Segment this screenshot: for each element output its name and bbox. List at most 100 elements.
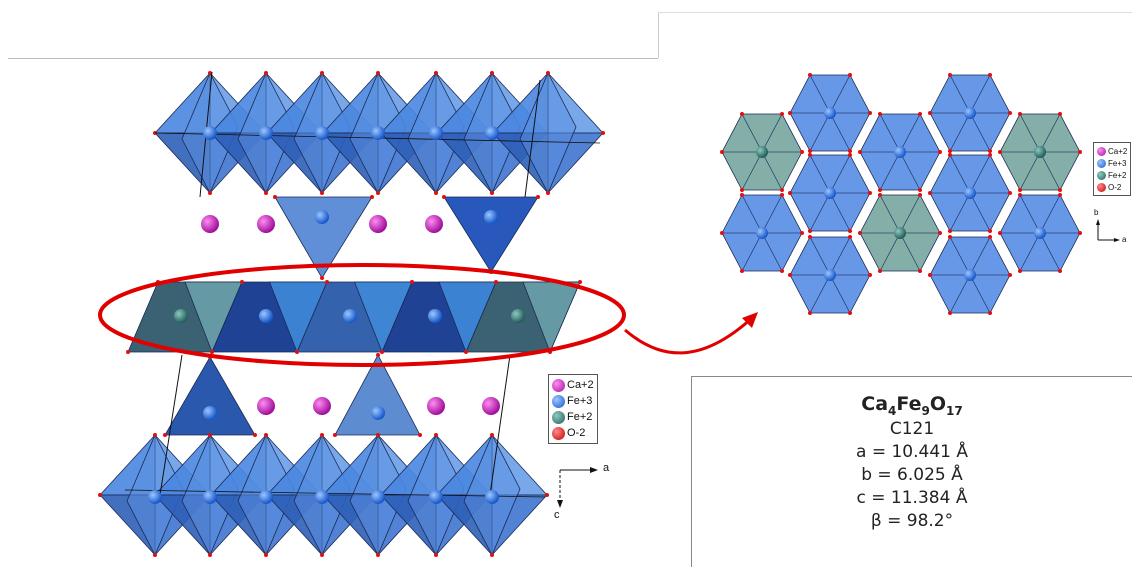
oxygen-atom	[1008, 273, 1012, 277]
oxygen-atom	[153, 553, 157, 557]
oxygen-atom	[320, 276, 324, 280]
lattice-a: a = 10.441 Å	[856, 441, 968, 462]
legend-item: Ca+2	[1097, 145, 1127, 157]
legend-item: O-2	[1097, 181, 1127, 193]
fe3-atom	[148, 490, 162, 504]
o-swatch	[552, 426, 565, 440]
oxygen-atom	[494, 280, 498, 284]
legend: Ca+2 Fe+3 Fe+2 O-2	[548, 374, 598, 444]
legend-label: Ca+2	[1108, 146, 1128, 156]
oxygen-atom	[1008, 191, 1012, 195]
atoms	[148, 126, 525, 504]
oxygen-atom	[740, 188, 744, 192]
oxygen-atom	[808, 311, 812, 315]
oxygen-atom	[376, 433, 380, 437]
oxygen-atom	[153, 433, 157, 437]
fe3-atom	[371, 406, 385, 420]
oxygen-atom	[788, 111, 792, 115]
oxygen-atom	[1018, 112, 1022, 116]
oxygen-atom	[273, 195, 277, 199]
oxygen-atom	[780, 269, 784, 273]
lattice-info-box: Ca4Fe9O17 C121 a = 10.441 Å b = 6.025 Å …	[691, 376, 1132, 567]
oxygen-atom	[720, 231, 724, 235]
oxygen-atom	[848, 73, 852, 77]
fe3-atom	[756, 227, 768, 239]
oxygen-atom	[780, 112, 784, 116]
legend-label: Fe+3	[567, 395, 593, 407]
oxygen-atom	[928, 273, 932, 277]
oxygen-atom	[208, 191, 212, 195]
ca-swatch	[552, 378, 565, 392]
oxygen-atom	[720, 150, 724, 154]
oxygen-atom	[878, 269, 882, 273]
ca-atom	[482, 397, 500, 415]
oxygen-atom	[948, 235, 952, 239]
oxygen-atom	[788, 191, 792, 195]
oxygen-atom	[1058, 193, 1062, 197]
oxygen-atom	[1008, 111, 1012, 115]
lattice-b: b = 6.025 Å	[861, 464, 963, 485]
fe3-atom	[894, 146, 906, 158]
oxygen-atom	[858, 231, 862, 235]
oxygen-atom	[938, 150, 942, 154]
fe3-atom	[964, 269, 976, 281]
oxygen-atom	[546, 71, 550, 75]
highlight-arrow	[624, 316, 754, 355]
o-swatch	[1097, 182, 1106, 192]
fe3-atom	[485, 490, 499, 504]
legend-label: Fe+3	[1108, 158, 1127, 168]
oxygen-atom	[740, 112, 744, 116]
fe3-swatch	[552, 394, 565, 408]
oxygen-atom	[376, 71, 380, 75]
cell-edge	[159, 354, 183, 496]
fe2-atom	[1034, 146, 1046, 158]
oxygen-atom	[800, 150, 804, 154]
oxygen-atom	[98, 493, 102, 497]
oxygen-atom	[264, 71, 268, 75]
oxygen-atom	[1018, 188, 1022, 192]
oxygen-atom	[948, 73, 952, 77]
oxygen-atom	[848, 229, 852, 233]
fe3-atom	[428, 309, 442, 323]
fe3-atom	[371, 490, 385, 504]
legend-item: Fe+2	[1097, 169, 1127, 181]
ca-atom	[313, 397, 331, 415]
oxygen-atom	[998, 231, 1002, 235]
oxygen-atom	[858, 150, 862, 154]
formula-count: 17	[946, 403, 963, 418]
legend-item: O-2	[552, 425, 594, 441]
oxygen-atom	[868, 111, 872, 115]
fe3-atom	[203, 490, 217, 504]
fe3-atom	[429, 490, 443, 504]
oxygen-atom	[928, 111, 932, 115]
oxygen-atom	[442, 195, 446, 199]
oxygen-atom	[808, 153, 812, 157]
fe3-swatch	[1097, 158, 1106, 168]
oxygen-atom	[410, 280, 414, 284]
oxygen-atom	[740, 193, 744, 197]
legend-label: Fe+2	[1108, 170, 1127, 180]
oxygen-atom	[320, 191, 324, 195]
tetrahedron	[164, 356, 256, 436]
oxygen-atom	[546, 191, 550, 195]
oxygen-atom	[1058, 112, 1062, 116]
oxygen-atom	[418, 433, 422, 437]
oxygen-atom	[948, 149, 952, 153]
fe3-atom	[203, 126, 217, 140]
legend-small: Ca+2 Fe+3 Fe+2 O-2	[1093, 142, 1132, 196]
tetrahedron	[443, 196, 539, 273]
fe2-atom	[894, 227, 906, 239]
fe3-atom	[429, 126, 443, 140]
oxygen-atom	[434, 71, 438, 75]
axis-indicator-left	[557, 467, 598, 508]
oxygen-atom	[264, 553, 268, 557]
oxygen-atom	[868, 273, 872, 277]
fe3-atom	[484, 210, 498, 224]
legend-item: Fe+3	[552, 393, 594, 409]
oxygen-atom	[998, 150, 1002, 154]
oxygen-atom	[918, 269, 922, 273]
oxygen-atom	[878, 112, 882, 116]
oxygen-atom	[1078, 231, 1082, 235]
fe3-atom	[315, 490, 329, 504]
